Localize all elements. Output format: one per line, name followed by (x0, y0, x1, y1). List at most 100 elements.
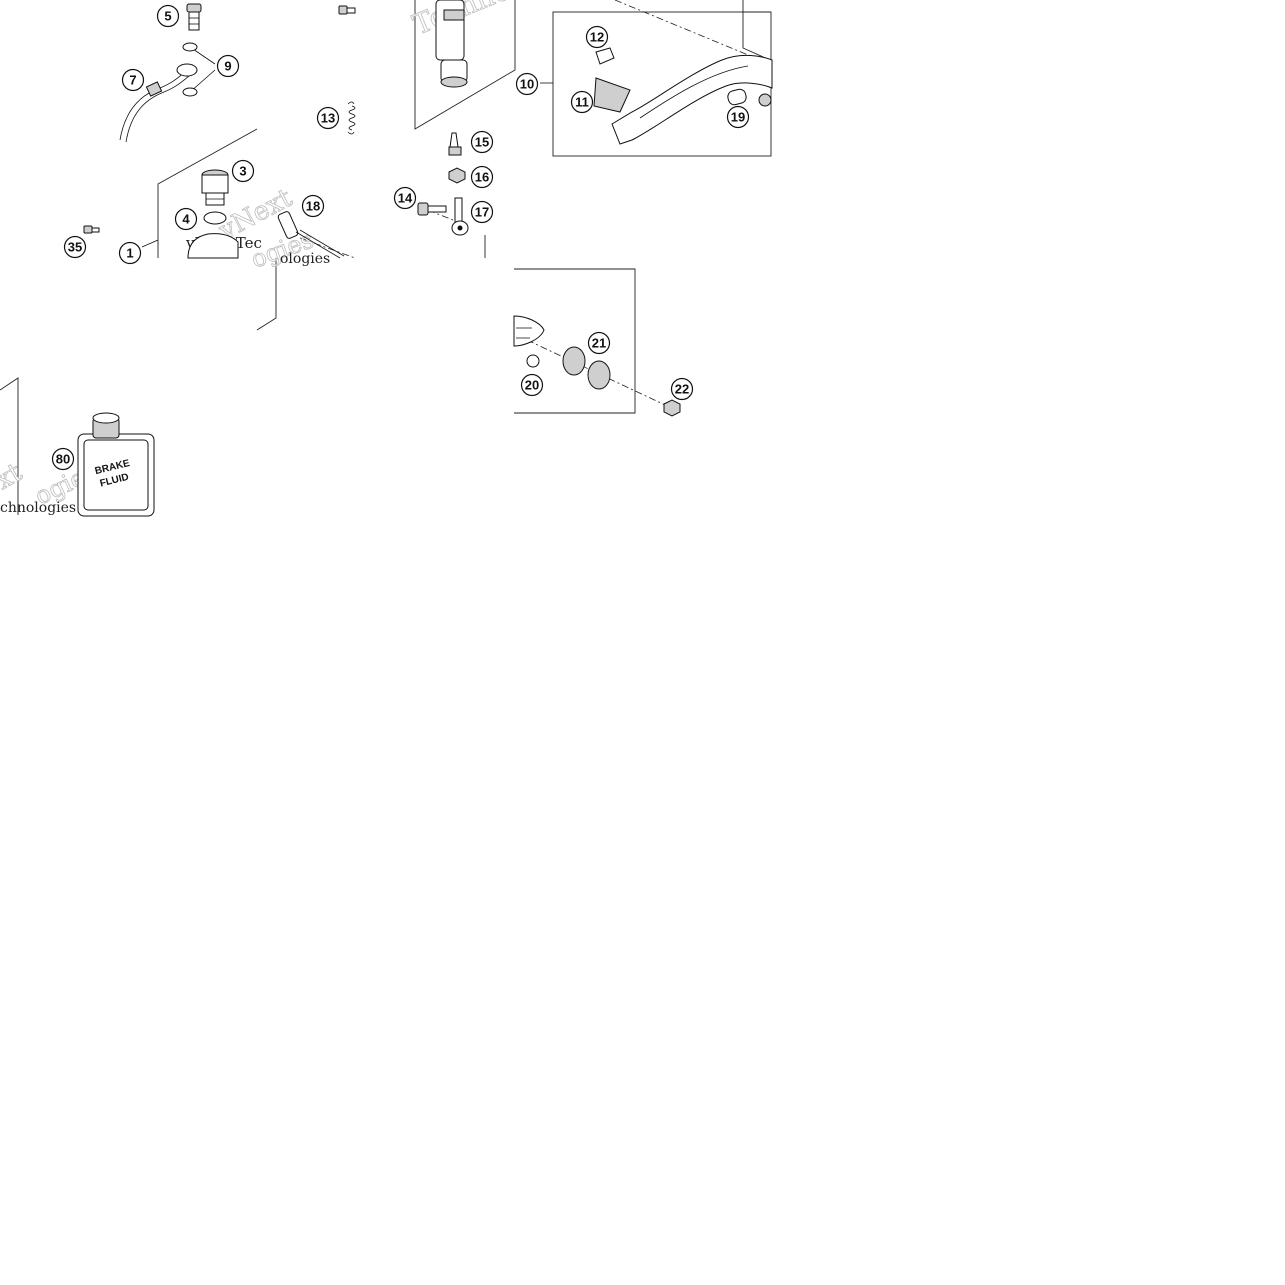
washer-part (182, 42, 198, 52)
return-spring-part (347, 101, 356, 135)
callout-number: 1 (126, 246, 133, 261)
callout-number: 19 (731, 110, 745, 125)
callout-12: 12 (585, 25, 609, 49)
nut-part (448, 167, 466, 184)
bearing-part (562, 346, 586, 376)
nut-part (663, 399, 681, 417)
callout-17: 17 (470, 200, 494, 224)
watermark-text: Technol (408, 0, 523, 41)
callout-circle (470, 130, 494, 154)
callout-circle (393, 186, 417, 210)
callout-80: 80 (51, 447, 75, 471)
o-ring-part (203, 211, 227, 225)
callout-14: 14 (393, 186, 417, 210)
axis-line (614, 0, 771, 65)
callout-number: 5 (164, 9, 171, 24)
bleed-screw-part (448, 132, 462, 156)
upper-right-frame (742, 0, 771, 61)
clevis-bolt-part (417, 202, 447, 216)
callout-circle (51, 447, 75, 471)
callout-number: 11 (575, 95, 589, 110)
callout-9: 9 (216, 54, 240, 78)
section-frames (0, 0, 772, 515)
caliper-frame (514, 268, 636, 414)
callout-11: 11 (570, 90, 594, 114)
brake-pedal-part (611, 54, 773, 145)
master-cylinder-part (435, 0, 468, 88)
callout-circle (585, 25, 609, 49)
callout-3: 3 (231, 159, 255, 183)
callout-7: 7 (121, 68, 145, 92)
banjo-bolt-part (186, 3, 202, 31)
callout-circle (515, 72, 539, 96)
callout-number: 16 (475, 170, 489, 185)
callout-5: 5 (156, 4, 180, 28)
reservoir-cap-part (201, 169, 229, 206)
callout-circle (520, 373, 544, 397)
brake-pedal-frame (552, 11, 772, 157)
clevis-part (451, 197, 469, 236)
callout-number: 9 (224, 59, 231, 74)
callout-18: 18 (301, 194, 325, 218)
push-rod-part (277, 211, 345, 259)
callout-number: 17 (475, 205, 489, 220)
left-frame (0, 377, 19, 515)
callout-number: 15 (475, 135, 489, 150)
callout-21: 21 (587, 331, 611, 355)
callout-number: 7 (129, 73, 136, 88)
callout-circle (587, 331, 611, 355)
brake-hose-part (119, 63, 198, 143)
callout-circle (231, 159, 255, 183)
parts: BRAKE FLUID (77, 0, 773, 517)
watermark-text: ologies (280, 251, 330, 267)
callout-number: 3 (239, 164, 246, 179)
callout-35: 35 (63, 235, 87, 259)
callout-number: 13 (321, 111, 335, 126)
callout-number: 21 (592, 336, 606, 351)
callout-circle (316, 106, 340, 130)
callout-circle (156, 4, 180, 28)
callout-number: 80 (56, 452, 70, 467)
reservoir-body-part (187, 233, 239, 259)
callout-circle (670, 377, 694, 401)
screw-part (83, 225, 100, 234)
callout-19: 19 (726, 105, 750, 129)
washer-part (182, 87, 198, 97)
callout-number: 18 (306, 199, 320, 214)
callout-10: 10 (515, 72, 539, 96)
callout-1: 1 (118, 241, 142, 265)
callout-circle (63, 235, 87, 259)
callout-circle (570, 90, 594, 114)
bearing-part (587, 360, 611, 390)
callout-circle (174, 207, 198, 231)
callout-number: 4 (182, 212, 190, 227)
master-cylinder-frame (414, 0, 516, 130)
callout-circle (726, 105, 750, 129)
callout-circle (121, 68, 145, 92)
caliper-part (513, 315, 545, 347)
callout-number: 20 (525, 378, 539, 393)
reservoir-frame (157, 128, 258, 258)
callout-number: 12 (590, 30, 604, 45)
callout-circle (118, 241, 142, 265)
callout-circle (470, 200, 494, 224)
callout-13: 13 (316, 106, 340, 130)
small-bolt-part (338, 5, 356, 15)
watermark-text: chnologies (0, 500, 76, 516)
callout-20: 20 (520, 373, 544, 397)
tread-pad-part (595, 47, 615, 65)
leader-line (141, 239, 159, 248)
callout-circle (470, 165, 494, 189)
callout-number: 10 (520, 77, 534, 92)
step-plate-part (593, 77, 631, 113)
callout-circle (301, 194, 325, 218)
callout-4: 4 (174, 207, 198, 231)
callout-circle (216, 54, 240, 78)
watermark-text: xt (0, 457, 28, 496)
seal-part (526, 354, 540, 368)
callout-number: 14 (398, 191, 413, 206)
brake-fluid-bottle: BRAKE FLUID (77, 412, 155, 517)
axis-line (299, 237, 356, 259)
